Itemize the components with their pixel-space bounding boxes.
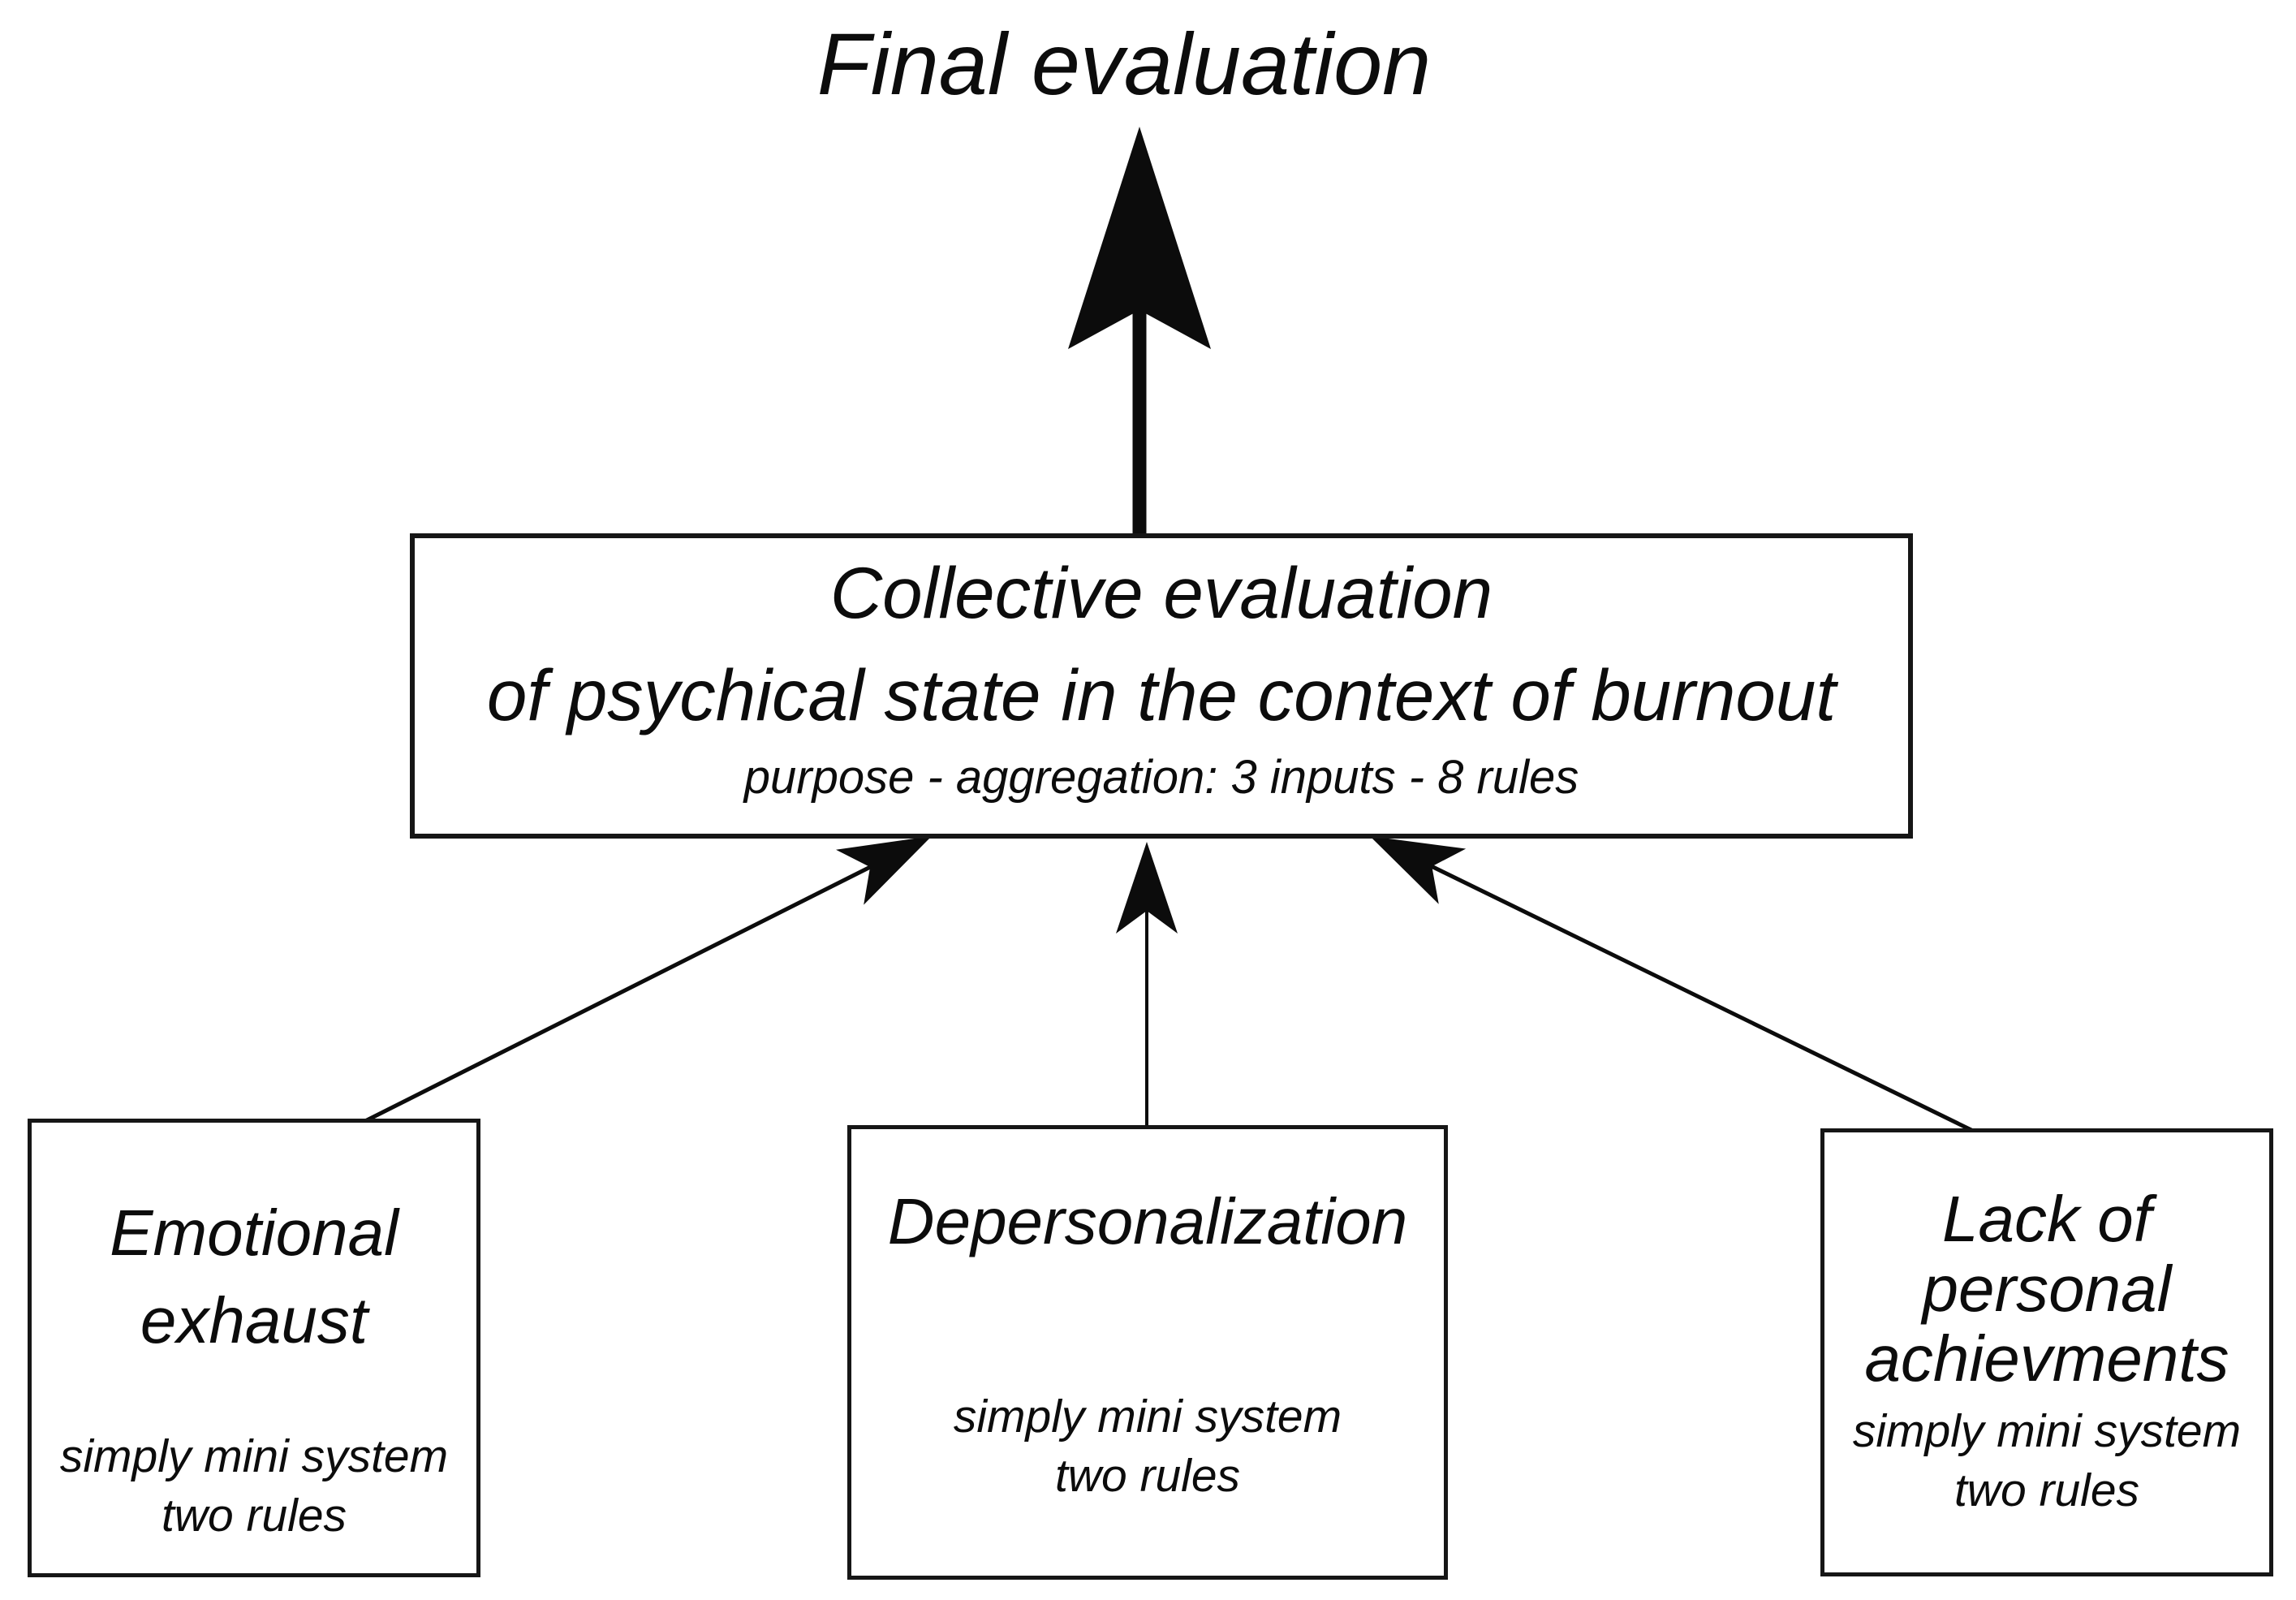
title-line: personal — [1922, 1253, 2172, 1325]
lack-of-personal-achievments-note: simply mini system two rules — [1853, 1402, 2241, 1520]
arrow-lack-to-collective — [1369, 836, 1976, 1134]
title-line: Emotional — [110, 1197, 398, 1269]
depersonalization-box: Depersonalization simply mini system two… — [847, 1125, 1448, 1580]
final-evaluation-label: Final evaluation — [816, 15, 1432, 113]
note-line: simply mini system — [59, 1430, 449, 1482]
title-line: achievments — [1864, 1322, 2229, 1395]
lack-of-personal-achievments-title: Lack of personal achievments — [1864, 1184, 2229, 1394]
emotional-exhaust-note: simply mini system two rules — [60, 1427, 448, 1546]
title-line: Lack of — [1942, 1183, 2152, 1255]
title-line: Depersonalization — [887, 1185, 1408, 1257]
collective-subtitle: purpose - aggregation: 3 inputs - 8 rule… — [743, 751, 1579, 804]
depersonalization-title: Depersonalization — [888, 1180, 1407, 1264]
title-line: exhaust — [140, 1284, 368, 1356]
arrow-emotional-to-collective — [355, 835, 933, 1128]
collective-title-line-2: of psychical state in the context of bur… — [486, 654, 1837, 735]
lack-of-personal-achievments-box: Lack of personal achievments simply mini… — [1820, 1128, 2273, 1576]
arrow-collective-to-final — [1068, 127, 1211, 536]
note-line: two rules — [1054, 1450, 1241, 1502]
note-line: simply mini system — [953, 1391, 1342, 1443]
note-line: two rules — [161, 1490, 347, 1542]
emotional-exhaust-title: Emotional exhaust — [110, 1189, 398, 1365]
depersonalization-note: simply mini system two rules — [954, 1387, 1342, 1506]
note-line: simply mini system — [1852, 1405, 2242, 1457]
collective-evaluation-box: Collective evaluation of psychical state… — [410, 533, 1913, 839]
collective-title-line-1: Collective evaluation — [829, 552, 1493, 633]
note-line: two rules — [1954, 1464, 2140, 1516]
big-arrowhead-icon — [1068, 127, 1211, 349]
emotional-exhaust-box: Emotional exhaust simply mini system two… — [28, 1119, 480, 1577]
